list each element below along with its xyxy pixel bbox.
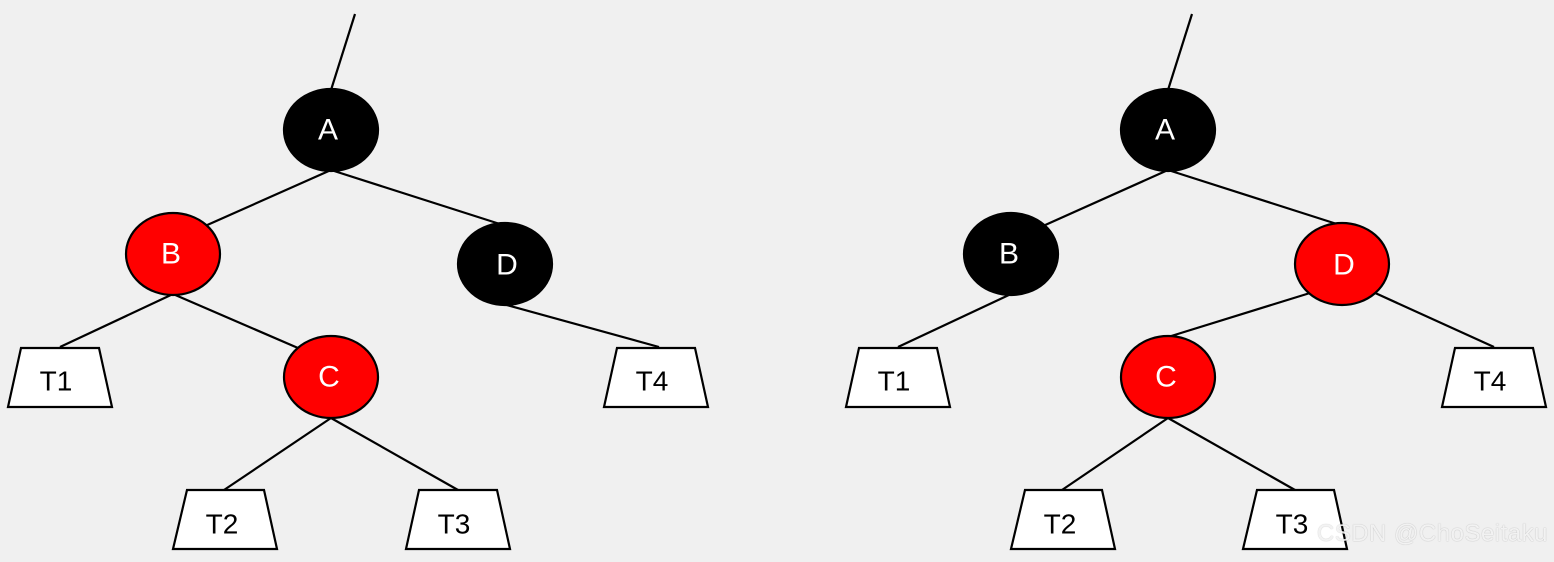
subtree-t2: T2 [1009,488,1117,551]
watermark-text: CSDN @ChoSeitaku [1316,520,1548,547]
node-d: D [1293,221,1391,307]
subtree-t4-shape [1440,346,1548,409]
subtree-t1-label: T1 [878,366,911,397]
node-d-label: D [496,249,518,282]
subtree-t3: T3 [404,488,512,551]
edge-a-to-b [204,168,332,228]
subtree-t4-label: T4 [636,366,669,397]
subtree-t3: T3 [1241,488,1349,551]
edge-d-to-c [1167,291,1311,339]
subtree-t4-label: T4 [1474,366,1507,397]
edge-a-to-d [1167,168,1341,227]
subtree-t1: T1 [844,346,952,409]
node-a: A [1119,87,1217,173]
edge-a-to-b [1042,168,1169,228]
subtree-t1-shape [844,346,952,409]
node-d-circle [1293,221,1391,307]
node-b: B [124,211,222,297]
subtree-t4: T4 [602,346,710,409]
subtree-t3-shape [404,488,512,551]
node-a-circle [1119,87,1217,173]
edge-a-to-d [330,168,504,227]
subtree-t2: T2 [171,488,279,551]
edge-d-to-t4 [1372,290,1495,349]
edge-d-to-t4 [502,302,660,349]
subtree-t3-label: T3 [438,509,471,540]
node-d-label: D [1333,249,1355,282]
node-b-circle [124,211,222,297]
edge-parent-to-a [1166,13,1194,91]
subtree-t2-shape [1009,488,1117,551]
edge-b-to-c [172,292,299,350]
node-a-label: A [1155,114,1175,147]
edge-b-to-t1 [59,293,174,348]
node-c-label: C [318,361,340,394]
node-c: C [282,334,380,420]
node-a-circle [282,87,380,173]
subtree-t4: T4 [1440,346,1548,409]
node-c: C [1119,334,1217,420]
node-a: A [282,87,380,173]
subtree-t1-shape [6,346,114,409]
edge-b-to-t1 [897,293,1012,348]
node-a-label: A [318,114,338,147]
edge-c-to-t3 [330,417,459,491]
edge-c-to-t3 [1167,417,1296,491]
edge-c-to-t2 [223,417,332,491]
edge-c-to-t2 [1061,417,1169,491]
subtree-t1-label: T1 [40,366,73,397]
subtree-t3-shape [1241,488,1349,551]
node-b-label: B [999,238,1019,271]
node-d-circle [456,221,554,307]
subtree-t1: T1 [6,346,114,409]
node-c-circle [1119,334,1217,420]
node-c-circle [282,334,380,420]
tree-after: A B D C T1 T2 T3 T4 [844,13,1548,551]
subtree-t2-label: T2 [206,509,239,540]
node-c-label: C [1155,361,1177,394]
node-b-circle [962,211,1060,297]
edge-parent-to-a [329,13,357,91]
subtree-t3-label: T3 [1276,509,1309,540]
tree-before: A B D C T1 T2 T3 T4 [6,13,710,551]
subtree-t2-shape [171,488,279,551]
subtree-t2-label: T2 [1044,509,1077,540]
node-b-label: B [161,238,181,271]
node-d: D [456,221,554,307]
subtree-t4-shape [602,346,710,409]
node-b: B [962,211,1060,297]
